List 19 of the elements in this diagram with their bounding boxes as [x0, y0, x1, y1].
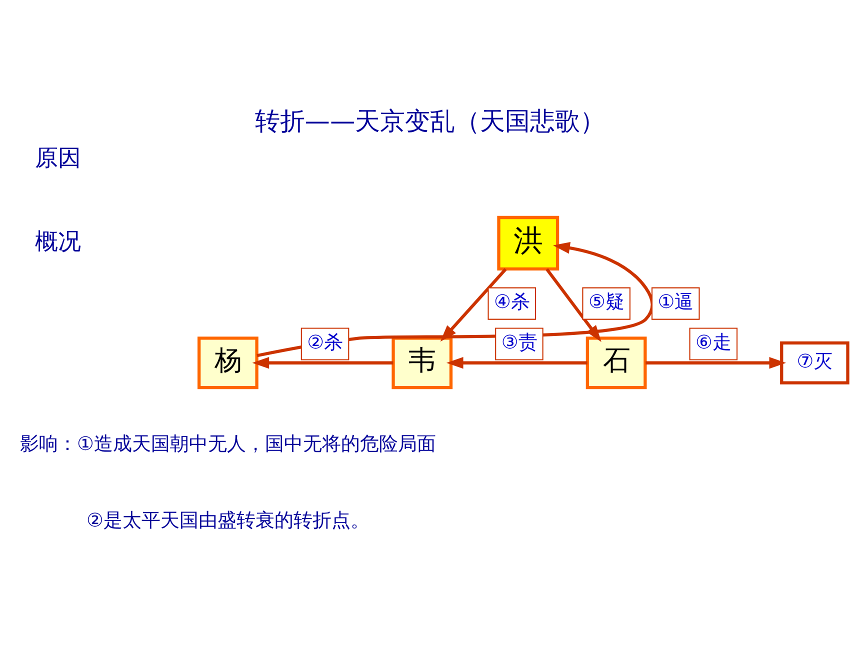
node-box: 石: [586, 336, 647, 389]
arrow: [646, 356, 786, 368]
edge-label: ⑥走: [696, 331, 732, 354]
edge-label: ④杀: [494, 290, 530, 313]
edge-label: ③责: [501, 331, 538, 354]
edge-label: ②杀: [307, 331, 344, 354]
edge-label: ①逼: [658, 290, 694, 313]
node-box: 杨: [198, 336, 258, 389]
label: ②是太平天国由盛转衰的转折点。: [86, 509, 370, 532]
node-box: 韦: [392, 336, 453, 389]
arrow: [446, 356, 588, 368]
label: 原因: [34, 145, 81, 172]
arrow: [252, 356, 394, 368]
label: 影响：①造成天国朝中无人，国中无将的危险局面: [20, 432, 436, 454]
node-box: ⑦灭: [780, 340, 850, 384]
node-box: 洪: [497, 215, 560, 270]
edge-label: ⑤疑: [588, 290, 624, 313]
label: 概况: [34, 228, 81, 255]
diagram-title: 转折——天京变乱（天国悲歌）: [254, 106, 606, 136]
